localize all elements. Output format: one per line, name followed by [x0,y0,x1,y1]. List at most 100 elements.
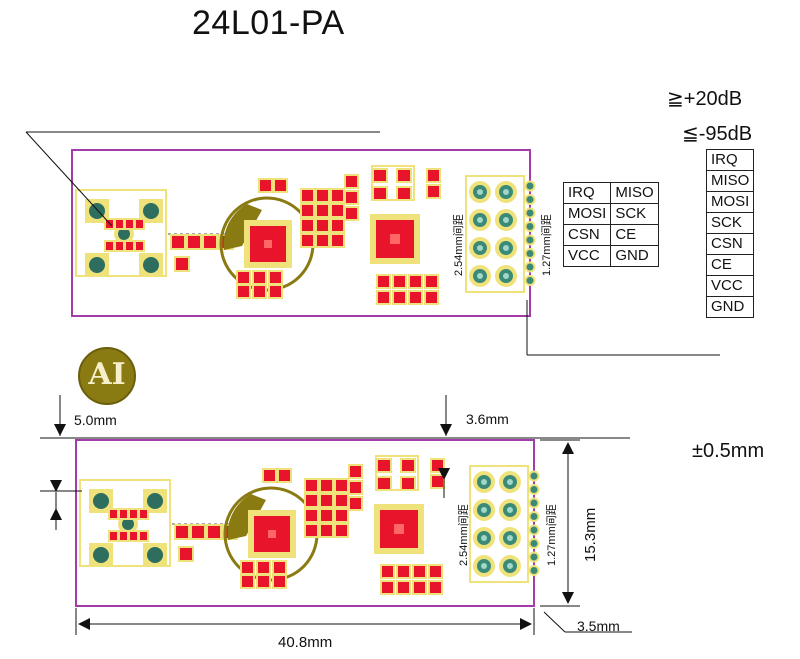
smd-pad [116,220,123,228]
pin-list-row: VCC [705,275,755,297]
connector-outline [79,479,171,567]
smd-pad [130,532,137,540]
smd-pad [350,498,361,509]
smd-pad [254,272,265,283]
smd-pad [120,510,127,518]
smd-pad [394,276,405,287]
pa-shield-fill [227,494,266,540]
smd-pad [274,576,285,587]
small-pin [526,277,534,284]
header-pin-hole [477,189,483,195]
dim-width: 40.8mm [278,634,333,651]
smd-pad [378,276,389,287]
dim-right-header: 3.6mm [466,411,509,427]
small-pin [526,263,534,271]
pin-label: MISO [705,170,755,192]
smd-pad [321,480,332,491]
header-pin-hole [477,245,483,251]
small-pin [530,513,538,520]
pitch-label-large: 2.54mm间距 [453,214,465,276]
small-pin [530,540,538,547]
smd-pad [382,582,393,593]
smd-pad [180,548,192,560]
pin-label: MOSI [705,191,755,213]
pin-list-row: IRQ [705,149,755,171]
logo-text: AI [88,357,126,392]
header-outline [465,175,525,293]
smd-pad [430,566,441,577]
board-outline [75,439,535,607]
smd-pad [317,205,328,216]
pa-shield-fill [223,204,262,250]
pin-label: SCK [610,203,659,225]
smd-pad [321,495,332,506]
header-pin-hole [507,479,513,485]
smd-pad [192,526,204,538]
header-pin-hole [481,563,487,569]
smd-pad [176,526,188,538]
smd-pad [426,276,437,287]
smd-pad [321,525,332,536]
arrowhead [50,508,62,520]
smd-pad [398,582,409,593]
smd-pad [116,242,123,250]
spec-gain: ≧+20dB [667,88,743,110]
smd-pad [306,525,317,536]
smd-pad [317,235,328,246]
small-pin [530,526,538,534]
smd-pad [336,495,347,506]
smd-pad [264,470,275,481]
smd-pad [432,476,443,487]
pin-label: CE [705,254,755,276]
smd-pad [428,186,439,197]
smd-pad [336,510,347,521]
smd-pad [430,582,441,593]
smd-pad [204,236,216,248]
smd-pad [279,470,290,481]
page-title: 24L01-PA [192,4,345,42]
smd-pad [306,480,317,491]
smd-pad [172,236,184,248]
small-pin [526,250,534,257]
smd-pad [350,466,361,477]
smd-pad [238,272,249,283]
pin-label: IRQ [562,182,612,204]
header-pin-hole [481,535,487,541]
smd-pad [258,562,269,573]
small-pin [526,236,534,244]
smd-pad [378,292,389,303]
arrowhead [54,424,66,436]
header-pin-hole [481,507,487,513]
board-outline [71,149,531,317]
smd-pad [302,190,313,201]
smd-pad [394,292,405,303]
ai-logo: AI [78,347,136,405]
pin-list-row: CSN [705,233,755,255]
small-pin [530,499,538,507]
pin-list-row: MOSI [705,191,755,213]
smd-pad [110,532,117,540]
mount-via [89,257,105,273]
header-pin-hole [507,535,513,541]
pa-chip-center [268,530,276,538]
pin-label: IRQ [705,149,755,171]
pin-list-row: GND [705,296,755,318]
smd-pad [346,192,357,203]
mount-via [143,257,159,273]
center-pin [122,518,134,530]
smd-pad [140,532,147,540]
pin-list-table: IRQ MISO MOSI SCK CSN CE VCC GND [705,149,755,318]
smd-pad [270,286,281,297]
smd-pad [321,510,332,521]
header-pin-hole [507,507,513,513]
smd-pad [336,480,347,491]
pitch-label-small-bottom: 1.27mm间距 [546,504,558,566]
small-pin [526,223,534,230]
smd-pad [332,235,343,246]
smd-pad [238,286,249,297]
smd-pad [270,272,281,283]
dim-line [543,611,566,633]
leader-line [25,131,113,227]
pitch-label-small: 1.27mm间距 [541,214,553,276]
